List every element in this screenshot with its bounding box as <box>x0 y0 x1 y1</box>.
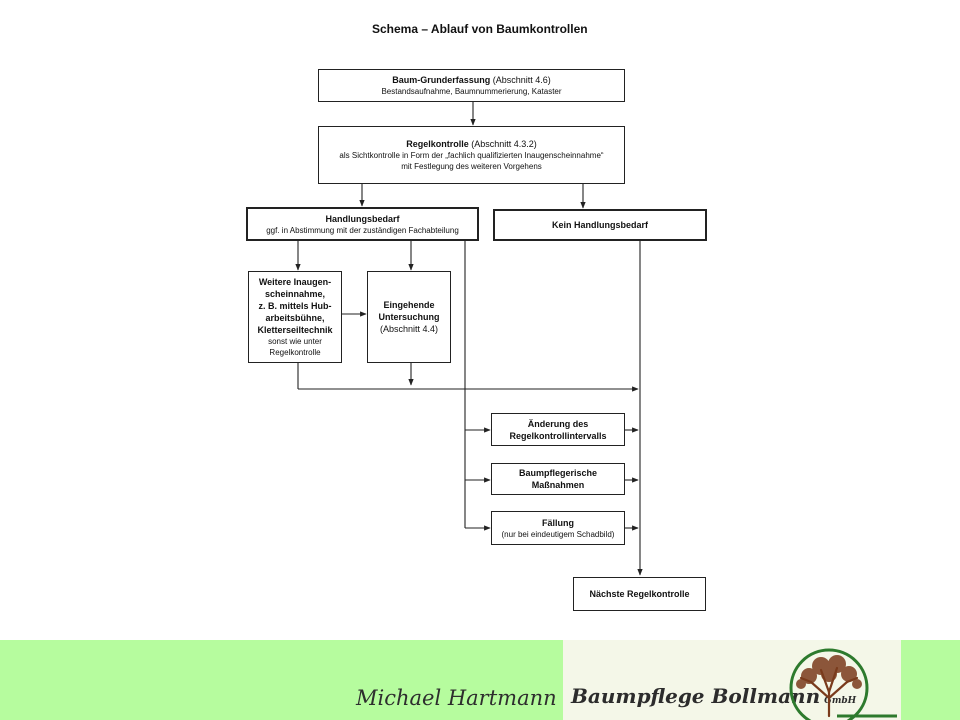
company-name-text: Baumpflege Bollmann <box>571 684 821 708</box>
handlungsbedarf-desc: ggf. in Abstimmung mit der zuständigen F… <box>266 225 459 235</box>
flow-connectors <box>295 101 643 576</box>
box-eingehende-untersuchung: Eingehende Untersuchung (Abschnitt 4.4) <box>367 271 451 363</box>
box-handlungsbedarf: Handlungsbedarf ggf. in Abstimmung mit d… <box>246 207 479 241</box>
box-weitere-inaugenscheinnahme: Weitere Inaugen- scheinnahme, z. B. mitt… <box>248 271 342 363</box>
box-kein-handlungsbedarf: Kein Handlungsbedarf <box>493 209 707 241</box>
eingehende-line-2: Untersuchung <box>378 312 440 322</box>
weitere-sub-1: sonst wie unter <box>268 337 322 346</box>
grunderfassung-desc: Bestandsaufnahme, Baumnummerierung, Kata… <box>381 87 562 96</box>
weitere-sub-2: Regelkontrolle <box>269 348 321 357</box>
regelkontrolle-title: Regelkontrolle <box>406 139 469 149</box>
baumpflege-line-1: Baumpflegerische <box>518 468 598 478</box>
box-faellung: Fällung (nur bei eindeutigem Schadbild) <box>491 511 625 545</box>
box-baumpflegerische-massnahmen: Baumpflegerische Maßnahmen <box>491 463 625 495</box>
company-suffix: GmbH <box>824 696 857 706</box>
faellung-desc: (nur bei eindeutigem Schadbild) <box>501 529 615 539</box>
author-name: Michael Hartmann <box>356 686 557 710</box>
weitere-line-2: scheinnahme, <box>264 289 326 299</box>
naechste-title: Nächste Regelkontrolle <box>589 589 690 599</box>
kein-handlungsbedarf-title: Kein Handlungsbedarf <box>551 220 648 230</box>
box-grunderfassung: Baum-Grunderfassung (Abschnitt 4.6) Best… <box>318 69 625 102</box>
baumpflege-line-2: Maßnahmen <box>531 480 585 490</box>
weitere-line-1: Weitere Inaugen- <box>258 277 332 287</box>
eingehende-ref: (Abschnitt 4.4) <box>379 324 439 334</box>
grunderfassung-title: Baum-Grunderfassung <box>392 75 491 85</box>
regelkontrolle-desc-2: mit Festlegung des weiteren Vorgehens <box>401 162 542 171</box>
regelkontrolle-ref: (Abschnitt 4.3.2) <box>468 139 537 149</box>
faellung-title: Fällung <box>542 517 574 528</box>
aenderung-line-1: Änderung des <box>527 418 589 429</box>
eingehende-line-1: Eingehende <box>383 300 435 310</box>
handlungsbedarf-title: Handlungsbedarf <box>325 213 400 224</box>
tree-logo-icon <box>789 648 897 720</box>
diagram-title: Schema – Ablauf von Baumkontrollen <box>372 22 588 36</box>
weitere-line-5: Kletterseiltechnik <box>257 325 333 335</box>
regelkontrolle-desc-1: als Sichtkontrolle in Form der „fachlich… <box>339 151 604 160</box>
slide-canvas: Schema – Ablauf von Baumkontrollen <box>246 22 707 611</box>
aenderung-line-2: Regelkontrollintervalls <box>509 430 607 441</box>
box-regelkontrolle: Regelkontrolle (Abschnitt 4.3.2) als Sic… <box>318 126 625 184</box>
grunderfassung-ref: (Abschnitt 4.6) <box>490 75 551 85</box>
box-naechste-regelkontrolle: Nächste Regelkontrolle <box>573 577 706 611</box>
weitere-line-4: arbeitsbühne, <box>265 313 325 323</box>
box-aenderung-intervall: Änderung des Regelkontrollintervalls <box>491 413 625 446</box>
weitere-line-3: z. B. mittels Hub- <box>258 301 332 311</box>
